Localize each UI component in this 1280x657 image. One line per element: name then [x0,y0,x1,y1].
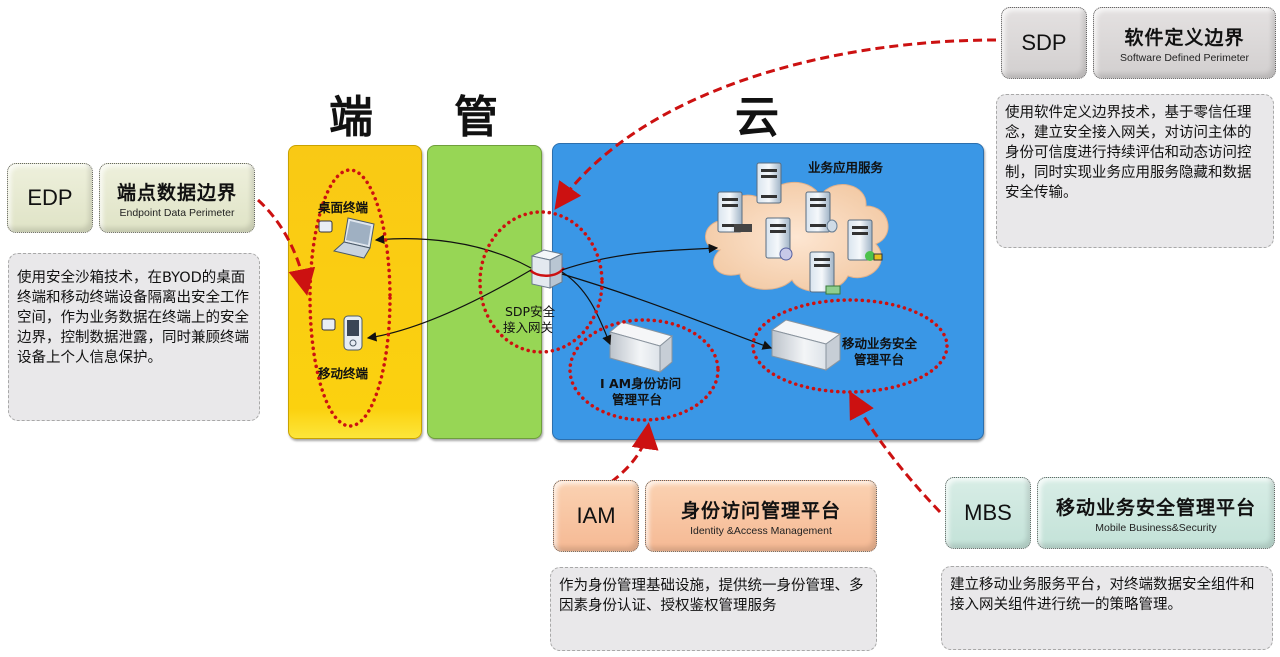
sdp-title: 软件定义边界 [1124,26,1245,49]
sdp-highlight-ellipse [478,210,604,354]
mbs-platform-label-line1: 移动业务安全 [842,336,918,351]
sdp-gateway-label-line1: SDP安全 [505,304,556,319]
iam-description: 作为身份管理基础设施，提供统一身份管理、多因素身份认证、授权鉴权管理服务 [550,567,877,651]
mobile-terminal-label: 移动终端 [318,366,369,381]
iam-title: 身份访问管理平台 [680,499,841,522]
connector-gateway-iam [561,271,612,346]
edp-highlight-ellipse [308,168,392,428]
edp-title-tag: 端点数据边界 Endpoint Data Perimeter [99,163,255,233]
server-icon [717,162,883,295]
iam-platform-label-line1: I AM身份访问 [600,376,682,391]
zone-title-endpoint: 端 [329,92,373,143]
connector-gateway-desktop [374,234,532,269]
mbs-title-tag: 移动业务安全管理平台 Mobile Business&Security [1037,477,1275,549]
connector-gateway-mbs [561,273,773,350]
sdp-gateway-label-line2: 接入网关 [503,320,554,335]
pipe-zone-panel [427,145,542,439]
mbs-pointer-arrow [849,390,942,514]
sdp-subtitle: Software Defined Perimeter [1120,51,1249,64]
zone-title-cloud: 云 [735,92,779,143]
sdp-abbr: SDP [1021,30,1067,55]
iam-title-tag: 身份访问管理平台 Identity &Access Management [645,480,877,552]
sdp-pointer-arrow [554,38,997,210]
mbs-abbr: MBS [964,500,1012,525]
iam-pointer-arrow [599,422,659,492]
edp-abbr: EDP [27,185,73,210]
mobile-phone-icon [343,315,363,351]
zone-title-pipe: 管 [454,92,498,143]
appliance-box-icon [608,321,674,374]
mbs-abbr-tag: MBS [945,477,1031,549]
mbs-title: 移动业务安全管理平台 [1055,496,1256,519]
edp-description: 使用安全沙箱技术，在BYOD的桌面终端和移动终端设备隔离出安全工作空间，作为业务… [8,253,260,421]
connector-gateway-services [561,243,719,271]
edp-title: 端点数据边界 [116,181,237,204]
appliance-box-icon [770,319,842,371]
laptop-icon [332,217,375,259]
mbs-description: 建立移动业务服务平台，对终端数据安全组件和接入网关组件进行统一的策略管理。 [941,566,1273,650]
edp-pointer-arrow [256,198,316,296]
iam-platform-label-line2: 管理平台 [612,392,663,407]
sdp-description: 使用软件定义边界技术，基于零信任理念，建立安全接入网关，对访问主体的身份可信度进… [996,94,1274,248]
mbs-subtitle: Mobile Business&Security [1095,521,1217,534]
iam-abbr: IAM [576,503,616,528]
business-services-label: 业务应用服务 [808,160,884,175]
iam-highlight-ellipse [568,318,720,422]
iam-subtitle: Identity &Access Management [690,524,832,537]
gateway-server-icon [529,249,565,289]
edp-abbr-tag: EDP [7,163,93,233]
desktop-terminal-label: 桌面终端 [318,200,369,215]
edp-subtitle: Endpoint Data Perimeter [119,206,235,219]
sdp-abbr-tag: SDP [1001,7,1087,79]
sandbox-badge-icon [318,220,333,233]
sdp-title-tag: 软件定义边界 Software Defined Perimeter [1093,7,1276,79]
mbs-platform-label-line2: 管理平台 [854,352,905,367]
iam-abbr-tag: IAM [553,480,639,552]
sandbox-badge-icon [321,318,336,331]
